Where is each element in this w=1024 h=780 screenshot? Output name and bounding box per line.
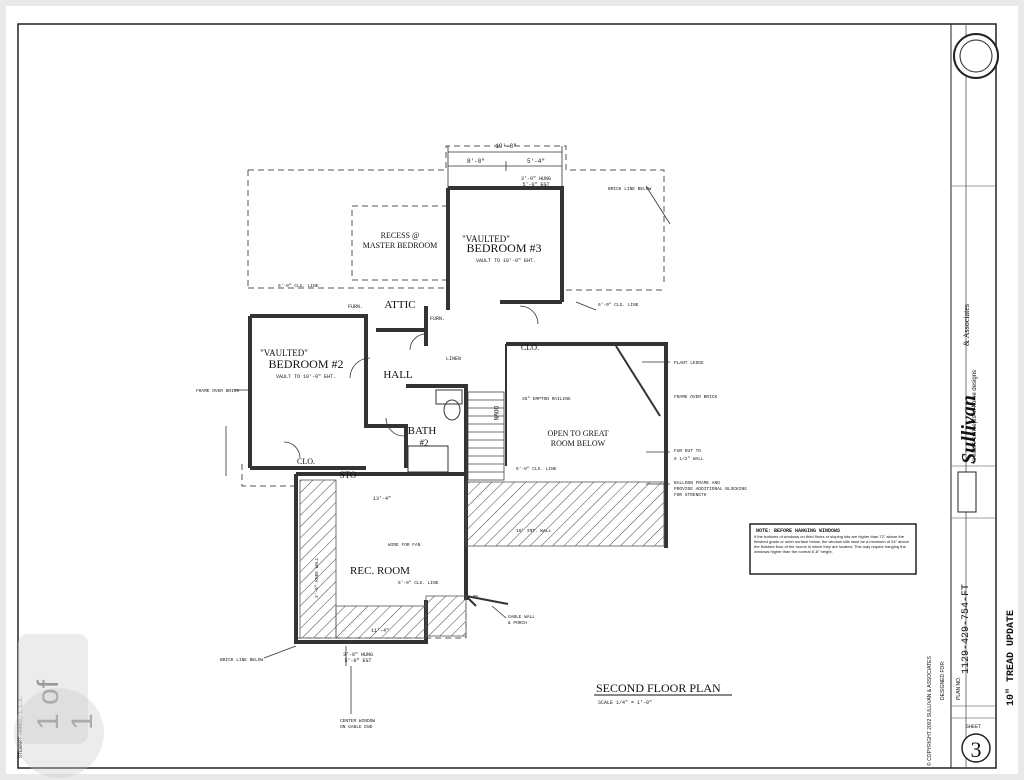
- bath-fixtures: [407, 389, 463, 473]
- note-ceiling-line-4: 6'-0" CLG. LINE: [398, 580, 439, 586]
- recess-label: RECESS @: [381, 231, 420, 240]
- furnace-label-2: FURN.: [430, 316, 445, 322]
- company-suffix: & Associates: [962, 304, 971, 346]
- note-center-window-2: ON GABLE END: [340, 724, 373, 730]
- dim-top-left: 8'-0": [467, 158, 485, 165]
- storage-label: STO: [340, 470, 357, 480]
- sheet-number: 3: [971, 737, 982, 762]
- plan-no-label: PLAN NO.: [956, 676, 962, 700]
- linen-label: LINEN: [446, 356, 461, 362]
- window-hung-top-2: 5'-0" EGT: [522, 182, 549, 188]
- revision-note: 10" TREAD UPDATE: [1006, 609, 1017, 706]
- note-frame-over-brick: FRAME OVER BRICK: [674, 394, 718, 400]
- open-to-great-room-2: ROOM BELOW: [551, 439, 606, 448]
- hatched-areas: [299, 479, 665, 639]
- bedroom3-vault: VAULT TO 10'-0" EHT.: [476, 258, 536, 264]
- note-center-window: CENTER WINDOW: [340, 718, 375, 724]
- note-brick-line-bottom: BRICK LINE BELOW: [220, 657, 264, 663]
- note-ceiling-line-3: 6'-0" CLG. LINE: [516, 466, 557, 472]
- dim-top-overall: 19'-8": [495, 143, 517, 150]
- plan-number: 1129-429-754-FT: [961, 583, 972, 674]
- note-railing: 36" EMPTON RAILING: [522, 396, 571, 402]
- stair-down-label: DOWN: [492, 406, 499, 421]
- note-gable-wall: GABLE WALL: [508, 614, 535, 620]
- plant-ledge-line: [615, 345, 661, 417]
- company-tagline: creative concepts in home designs: [972, 369, 978, 462]
- bedroom3-label: BEDROOM #3: [466, 241, 541, 255]
- drawing-sheet: "VAULTED" BEDROOM #3 VAULT TO 10'-0" EHT…: [6, 6, 1018, 778]
- dim-rec-width: 13'-4": [373, 496, 391, 502]
- window-hung-top: 3'-0" HUNG: [521, 176, 551, 182]
- note-interior-wall: 10' INT. WALL: [516, 528, 551, 534]
- note-plant-ledge: PLANT LEDGE: [674, 360, 704, 366]
- note-ceiling-line-1: 6'-0" CLG. LINE: [278, 283, 319, 289]
- designer-seal: [953, 33, 999, 79]
- floor-plan-drawing: "VAULTED" BEDROOM #3 VAULT TO 10'-0" EHT…: [17, 23, 999, 769]
- bedroom2-vault: VAULT TO 10'-0" EHT.: [276, 374, 336, 380]
- warning-box: [749, 523, 917, 575]
- stairs: [467, 391, 505, 481]
- door-swings: [283, 305, 539, 459]
- bedroom3-note: "VAULTED": [462, 234, 510, 244]
- note-knee-wall: 3'-0" KNEE WALL: [314, 557, 320, 598]
- plan-scale: SCALE 1/4" = 1'-0": [598, 700, 652, 706]
- recess-label-2: MASTER BEDROOM: [363, 241, 437, 250]
- sheet-label: SHEET: [966, 724, 981, 730]
- note-fur-out-2: 8 1/2" WALL: [674, 456, 704, 462]
- designed-for-label: DESIGNED FOR:: [940, 660, 946, 700]
- open-to-great-room: OPEN TO GREAT: [547, 429, 608, 438]
- closet-label-1: CLO.: [521, 343, 539, 352]
- dim-top-right: 5'-4": [527, 158, 545, 165]
- note-fur-out: FUR OUT TO: [674, 448, 701, 454]
- rec-room-label: REC. ROOM: [350, 565, 410, 577]
- warning-text: If the bottoms of windows on third floor…: [754, 534, 910, 554]
- copyright: © COPYRIGHT 2002 SULLIVAN & ASSOCIATES: [927, 656, 933, 766]
- dim-rec-height: 11'-4": [371, 628, 389, 634]
- sheet-border: [17, 23, 997, 769]
- note-gable-wall-2: & PORCH: [508, 620, 527, 626]
- note-frame-over-brick-left: FRAME OVER BRICK: [196, 388, 240, 394]
- note-brick-line-top: BRICK LINE BELOW: [608, 186, 652, 192]
- bath-number: #2: [420, 438, 429, 448]
- bath-label: BATH: [408, 425, 437, 437]
- warning-heading: NOTE: BEFORE HANGING WINDOWS: [756, 528, 840, 534]
- plan-title: SECOND FLOOR PLAN: [596, 681, 721, 695]
- furnace-label-1: FURN.: [348, 304, 363, 310]
- sheet-number-circle: [961, 733, 991, 763]
- window-hung-bottom-2: 5'-0" EGT: [344, 658, 371, 664]
- closet-label-2: CLO.: [297, 457, 315, 466]
- bedroom2-label: BEDROOM #2: [268, 357, 343, 371]
- note-balloon-3: FOR STRENGTH: [674, 492, 707, 498]
- logo-badge: [957, 471, 977, 513]
- note-balloon: BALLOON FRAME AND: [674, 480, 720, 486]
- watermark-badge: [14, 688, 104, 778]
- note-wire-for-fan: WIRE FOR FAN: [388, 542, 421, 548]
- page-indicator[interactable]: 1 of 1: [18, 634, 99, 744]
- note-balloon-2: PROVIDE ADDITIONAL BLOCKING: [674, 486, 747, 492]
- note-ceiling-line-2: 6'-0" CLG. LINE: [598, 302, 639, 308]
- bedroom2-note: "VAULTED": [260, 348, 308, 358]
- window-hung-bottom: 3'-0" HUNG: [343, 652, 373, 658]
- attic-label: ATTIC: [384, 299, 415, 311]
- hall-label: HALL: [383, 369, 413, 381]
